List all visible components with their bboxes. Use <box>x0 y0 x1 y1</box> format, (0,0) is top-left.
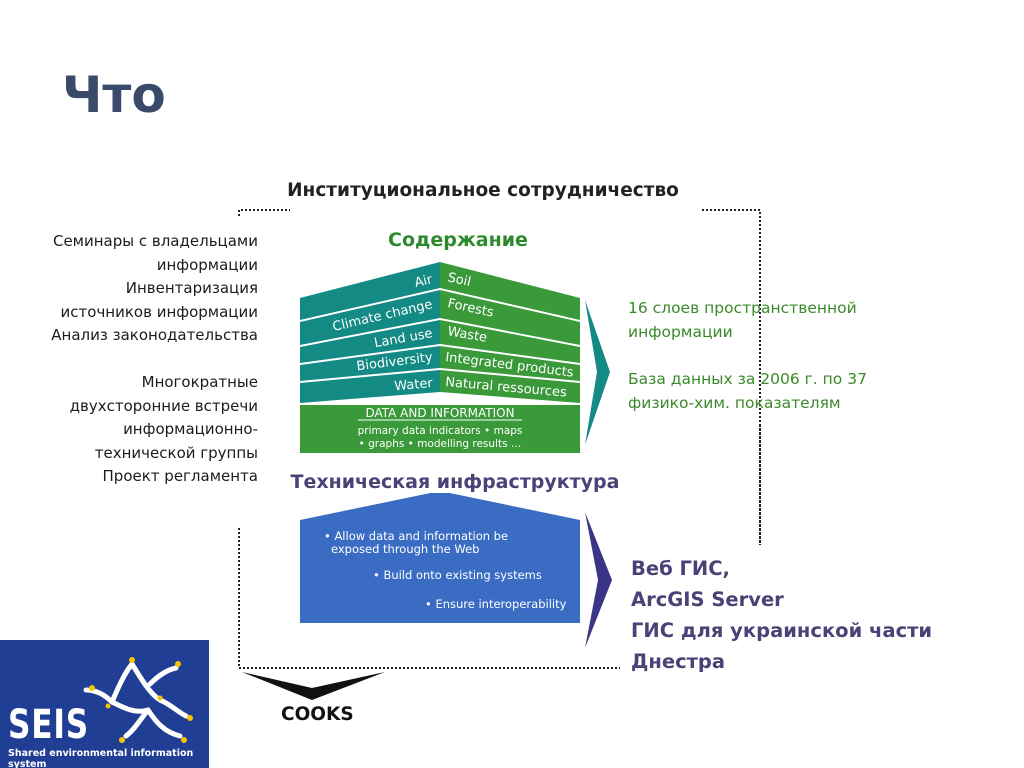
layer-left-3 <box>300 320 440 363</box>
list-item: Многократные <box>141 372 258 391</box>
base-labels: DATA AND INFORMATION primary data indica… <box>358 406 523 450</box>
layer-label-soil: Soil <box>446 270 472 290</box>
tech-desc-line: Днестра <box>631 650 726 673</box>
layer-left-5 <box>300 370 440 403</box>
tech-bullet-2: • Build onto existing systems <box>373 568 542 582</box>
content-heading: Содержание <box>388 229 528 251</box>
base-line-1: primary data indicators • maps <box>358 425 523 437</box>
tech-desc-line: ArcGIS Server <box>631 588 784 611</box>
layer-left-4 <box>300 346 440 381</box>
base-line-2: • graphs • modelling results … <box>359 438 522 450</box>
list-item: Проект регламента <box>102 467 258 486</box>
slide-title: Что <box>62 66 166 124</box>
content-description: 16 слоев пространственной информации Баз… <box>628 297 898 415</box>
frame-top-left-line <box>238 209 290 216</box>
list-item: Инвентаризация <box>125 279 258 298</box>
technical-heading: Техническая инфраструктура <box>280 471 630 493</box>
list-item: Анализ законодательства <box>51 326 258 345</box>
list-item: технической группы <box>94 443 258 462</box>
layer-right-3 <box>440 320 580 363</box>
institutional-heading: Институциональное сотрудничество <box>278 180 688 201</box>
list-item: Семинары с владельцами <box>52 232 258 250</box>
layer-right-2 <box>440 290 580 345</box>
institutional-list: Семинары с владельцами информации Инвент… <box>20 230 258 489</box>
content-left-layers <box>300 262 440 403</box>
technical-bullets: • Allow data and information be exposed … <box>324 529 567 611</box>
layer-right-5 <box>440 370 580 403</box>
list-item: информационно- <box>123 420 258 439</box>
tech-desc-line: ГИС для украинской части <box>631 619 933 642</box>
content-chevron <box>585 300 610 445</box>
layer-left-2 <box>300 290 440 345</box>
content-desc-gap <box>628 344 898 368</box>
content-desc-line: физико-хим. показателям <box>628 393 841 412</box>
cooks-down-arrow <box>242 672 385 700</box>
content-desc-line: 16 слоев пространственной <box>628 299 857 317</box>
layer-label-waste: Waste <box>446 324 488 346</box>
tech-bullet-3: • Ensure interoperability <box>425 597 567 611</box>
layer-label-air: Air <box>413 272 434 291</box>
technical-chevron <box>585 512 612 648</box>
layer-right-4 <box>440 346 580 381</box>
list-item: информации <box>156 255 258 274</box>
base-title: DATA AND INFORMATION <box>365 406 514 420</box>
technical-description: Веб ГИС, ArcGIS Server ГИС для украинско… <box>631 553 961 677</box>
tech-bullet-1: • Allow data and information be <box>324 529 508 543</box>
content-desc-line: База данных за 2006 г. по 37 <box>628 370 867 388</box>
list-gap <box>20 348 258 371</box>
list-item: двухсторонние встречи <box>69 396 258 415</box>
tech-bullet-1-cont: exposed through the Web <box>331 542 479 556</box>
layer-right-1 <box>440 262 580 320</box>
seis-logo-word: SEIS <box>8 702 89 748</box>
cooks-label: COOKS <box>281 704 354 725</box>
seis-logo-subtitle: Shared environmental information system <box>8 748 194 768</box>
layer-label-water: Water <box>394 376 434 394</box>
technical-box <box>300 491 580 623</box>
content-desc-line: информации <box>628 322 733 341</box>
seis-logo: SEIS Shared environmental information sy… <box>0 640 209 768</box>
seis-network-icon <box>83 657 193 743</box>
list-item: источников информации <box>60 302 258 321</box>
layer-left-1 <box>300 262 440 320</box>
content-right-layers <box>440 262 580 403</box>
tech-desc-line: Веб ГИС, <box>631 557 730 580</box>
data-information-base <box>300 405 580 453</box>
